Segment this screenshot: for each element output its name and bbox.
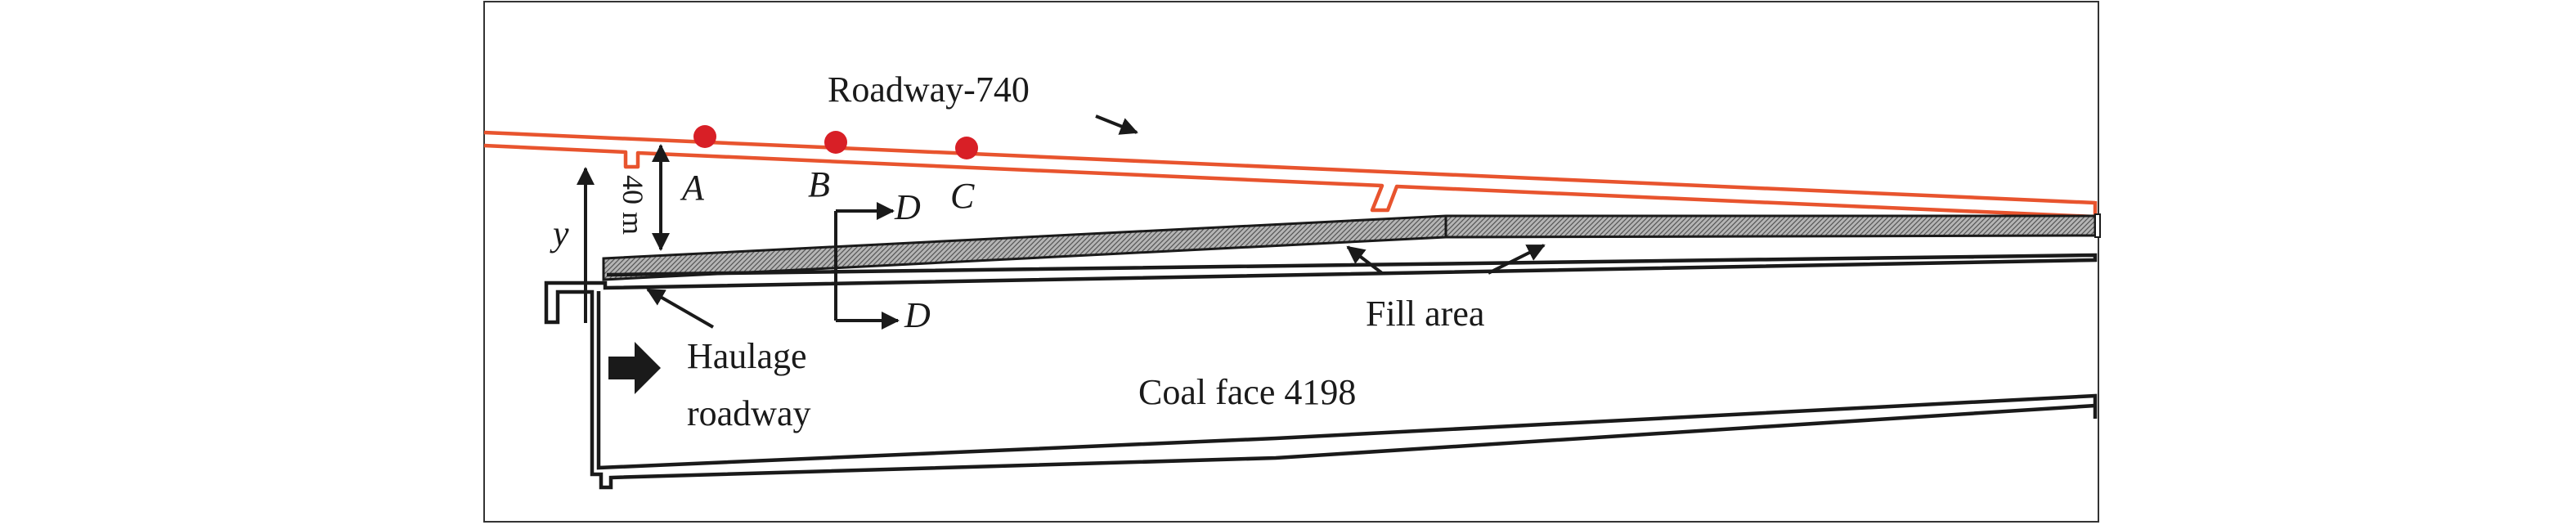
- section-line-d-d: [834, 202, 900, 330]
- haulage-label-line2: roadway: [687, 393, 811, 433]
- roadway-740: [483, 130, 2098, 219]
- point-c-marker: [955, 137, 978, 159]
- section-d-top-label: D: [894, 187, 921, 227]
- fill-area-label: Fill area: [1366, 294, 1484, 334]
- fill-area-arrow-right: [1488, 244, 1546, 275]
- point-b-label: B: [808, 164, 830, 204]
- point-b-marker: [824, 131, 847, 154]
- y-axis-label: y: [550, 213, 569, 254]
- point-a-marker: [693, 125, 716, 148]
- point-c-label: C: [950, 176, 975, 216]
- haulage-pointer-arrow: [646, 288, 714, 329]
- coal-face-label: Coal face 4198: [1138, 372, 1356, 412]
- roadway-740-pointer-arrow: [1095, 114, 1138, 135]
- fill-area-arrow-left: [1346, 245, 1384, 275]
- section-d-bottom-label: D: [904, 295, 931, 335]
- roadway-740-label: Roadway-740: [828, 70, 1030, 110]
- figure-frame: [483, 1, 2099, 523]
- coal-face-4198-outline: [544, 253, 2098, 490]
- haulage-roadway-arrow-icon: [608, 342, 661, 394]
- haulage-label-line1: Haulage: [687, 336, 807, 376]
- fill-area-end-cap: [2094, 213, 2101, 238]
- distance-40m-label: 40 m: [617, 175, 649, 235]
- point-a-label: A: [680, 168, 705, 208]
